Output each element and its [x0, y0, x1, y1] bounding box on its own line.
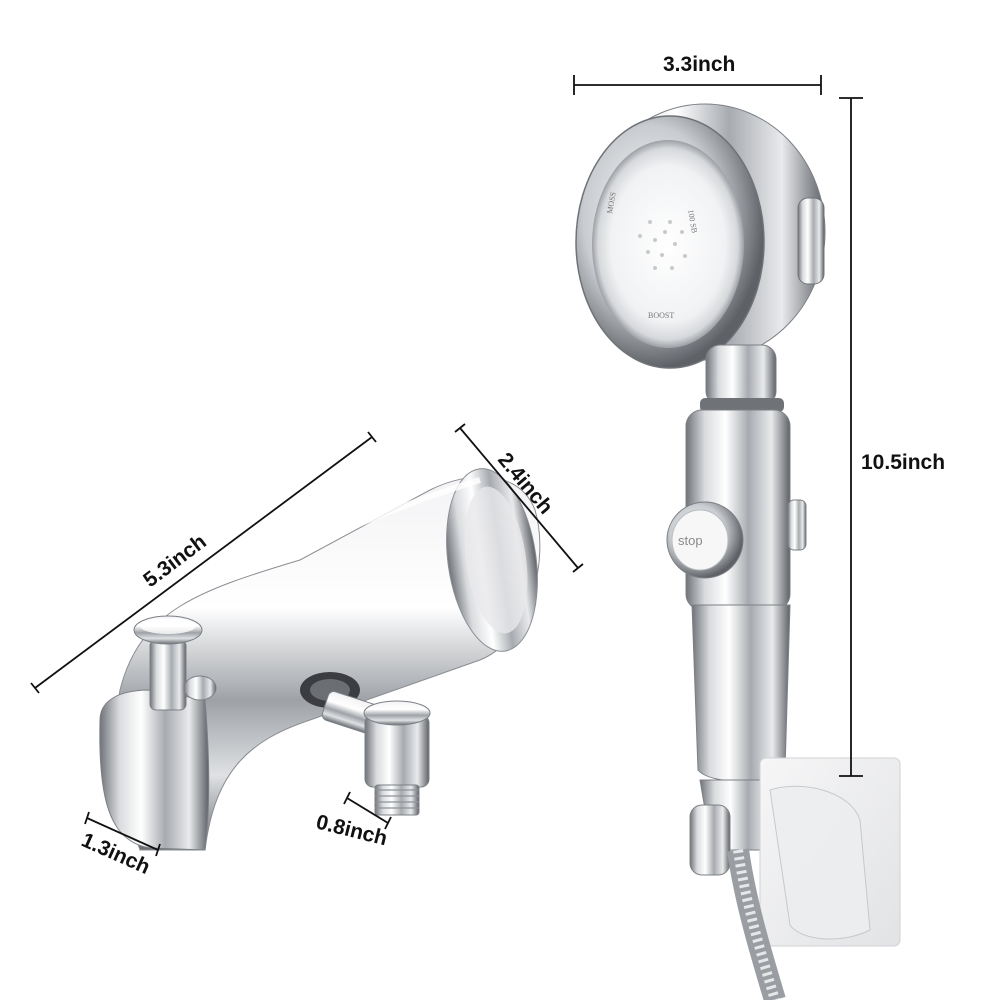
spray-nozzles [638, 220, 687, 270]
dim-total-height: 10.5inch [839, 97, 945, 777]
shower-hose [727, 848, 786, 1000]
stop-label: stop [678, 533, 703, 548]
stop-button: stop [666, 501, 744, 579]
label-head-width: 3.3inch [663, 53, 735, 76]
face-label-moss: MOSS [605, 191, 618, 214]
face-label-100sb: 100 SB [686, 209, 699, 234]
wall-mount-bracket [689, 757, 901, 947]
label-total-height: 10.5inch [861, 451, 945, 474]
diverter-knob [133, 615, 217, 711]
tub-spout [99, 468, 541, 851]
shower-head: MOSS 100 SB BOOST stop [575, 103, 826, 851]
face-label-boost: BOOST [648, 311, 674, 320]
dim-head-width: 3.3inch [573, 53, 822, 95]
mode-button [797, 197, 825, 285]
hose-connector [300, 672, 431, 816]
